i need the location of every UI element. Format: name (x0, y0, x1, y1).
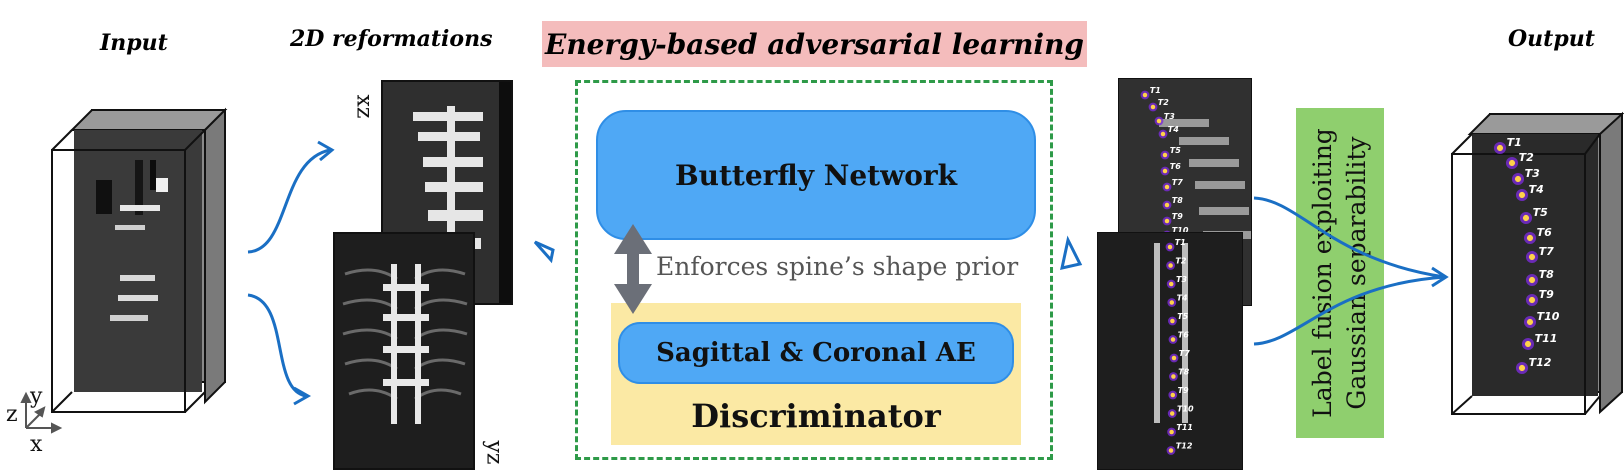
coronal-vertebra-label: T5 (1177, 312, 1188, 321)
sagittal-vertebra-label: T3 (1164, 112, 1175, 121)
output-heat-core (1514, 175, 1522, 183)
coronal-heat-core (1168, 448, 1174, 453)
triangle-marker-left (533, 240, 555, 264)
triangle-marker-right (1060, 235, 1083, 270)
sagittal-vertebra-label: T1 (1150, 86, 1161, 95)
coronal-vertebra-label: T7 (1179, 349, 1190, 358)
coronal-vertebra-label: T1 (1175, 238, 1186, 247)
coronal-heat-core (1170, 392, 1176, 398)
sagittal-heat-core (1162, 152, 1168, 158)
output-vertebra-label: T6 (1537, 226, 1553, 239)
sagittal-heat-core (1150, 104, 1156, 110)
coronal-heat-core (1171, 355, 1177, 361)
output-vertebra-label: T11 (1535, 332, 1558, 345)
coronal-heat-core (1171, 374, 1176, 379)
sagittal-heat-core (1156, 118, 1162, 124)
discriminator-label: Discriminator (691, 397, 941, 435)
output-heat-core (1522, 214, 1530, 222)
output-heat-core (1524, 340, 1532, 348)
sagittal-vertebra-label: T7 (1172, 178, 1183, 187)
coronal-heat-core (1169, 429, 1174, 435)
coronal-vertebra-label: T9 (1178, 386, 1189, 395)
output-heat-core (1526, 234, 1534, 242)
output-vertebra-label: T9 (1539, 288, 1555, 301)
coronal-vertebra-label: T3 (1176, 275, 1187, 284)
coronal-heat-core (1168, 281, 1174, 287)
output-vertebra-label: T10 (1537, 310, 1560, 323)
coronal-vertebra-label: T8 (1178, 368, 1189, 377)
energy-banner: Energy-based adversarial learning (542, 21, 1087, 67)
output-heat-core (1528, 276, 1536, 284)
output-vertebra-label: T8 (1539, 268, 1555, 281)
axis-label-x: x (30, 432, 43, 457)
output-vertebra-label: T4 (1529, 183, 1544, 196)
reformations-title: 2D reformations (290, 26, 493, 52)
coronal-vertebra-label: T6 (1178, 331, 1189, 340)
input-title: Input (100, 30, 168, 56)
sagittal-heat-core (1164, 184, 1170, 190)
adversarial-learning-frame (575, 80, 1053, 460)
output-vertebra-label: T12 (1529, 356, 1552, 369)
sagittal-vertebra-label: T4 (1168, 125, 1179, 134)
coronal-heat-core (1169, 411, 1175, 416)
output-heat-core (1496, 144, 1504, 152)
output-heat-core (1508, 159, 1516, 167)
output-vertebra-label: T3 (1525, 167, 1541, 180)
output-heat-core (1518, 191, 1526, 199)
coronal-heat-core (1169, 300, 1175, 305)
sagittal-heat-core (1162, 168, 1168, 174)
coronal-vertebra-label: T2 (1175, 257, 1186, 266)
axis-label-y: y (30, 384, 43, 409)
output-vertebra-label: T5 (1533, 206, 1549, 219)
sagittal-vertebra-label: T10 (1172, 226, 1189, 235)
coronal-vertebra-label: T12 (1176, 442, 1193, 451)
sagittal-coronal-ae-box: Sagittal & Coronal AE (618, 322, 1014, 384)
coronal-heat-core (1167, 244, 1173, 250)
sagittal-heat-core (1160, 131, 1166, 137)
output-heat-core (1528, 296, 1536, 304)
sagittal-heat-core (1164, 218, 1170, 224)
sagittal-heat-core (1142, 92, 1148, 98)
output-vertebra-label: T1 (1507, 136, 1522, 149)
axis-label-z: z (6, 402, 18, 427)
coronal-heat-core (1170, 337, 1176, 342)
coronal-reformation-image (333, 232, 475, 470)
sagittal-heat-core (1164, 202, 1170, 208)
output-title: Output (1508, 26, 1595, 52)
sagittal-vertebra-label: T2 (1158, 98, 1169, 107)
label-fusion-panel (1296, 108, 1384, 438)
output-heat-core (1518, 364, 1526, 372)
sagittal-vertebra-label: T6 (1170, 162, 1181, 171)
sagittal-vertebra-label: T9 (1172, 212, 1183, 221)
coronal-heat-core (1168, 263, 1173, 268)
output-vertebra-label: T7 (1539, 245, 1555, 258)
output-heat-core (1528, 253, 1536, 261)
sagittal-vertebra-label: T5 (1170, 146, 1181, 155)
coronal-vertebra-label: T10 (1177, 405, 1194, 414)
butterfly-network-box: Butterfly Network (596, 110, 1036, 240)
axis-glyph (20, 391, 63, 434)
output-heat-core (1526, 318, 1534, 326)
coronal-vertebra-label: T11 (1176, 423, 1193, 432)
coronal-heat-core (1170, 318, 1175, 324)
output-vertebra-label: T2 (1519, 151, 1535, 164)
input-ct-slice (96, 160, 168, 321)
coronal-vertebra-label: T4 (1177, 294, 1188, 303)
sagittal-vertebra-label: T8 (1172, 196, 1183, 205)
shape-prior-text: Enforces spine’s shape prior (656, 252, 1019, 281)
